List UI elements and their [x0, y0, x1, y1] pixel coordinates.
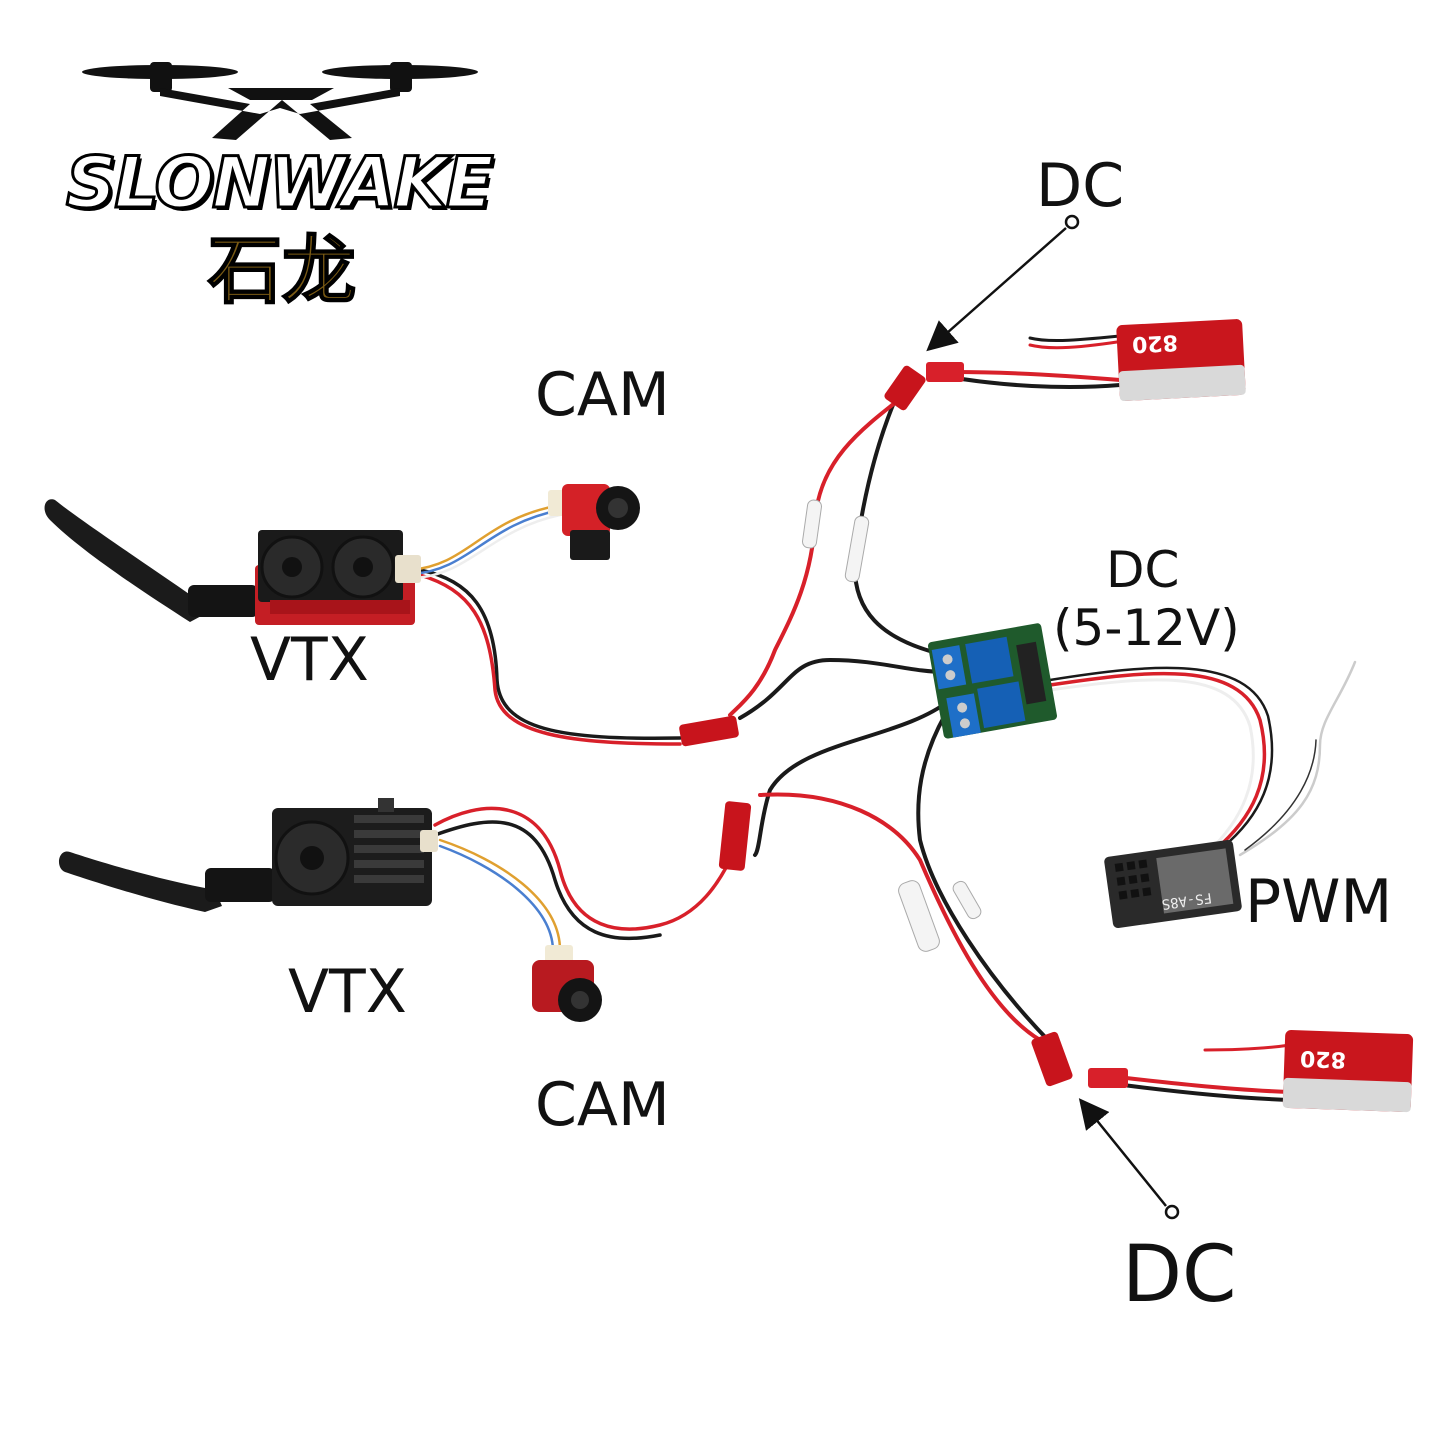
connector-vtx1	[679, 715, 739, 747]
connector-vtx2	[718, 801, 752, 871]
video-transmitter-icon	[44, 499, 421, 625]
fpv-camera-icon	[548, 484, 640, 560]
wire-vtx1-cam1	[408, 503, 562, 572]
brand-name: SLONWAKE	[65, 142, 496, 224]
brand-name-cn: 石龙	[207, 228, 357, 314]
label-cam-top: CAM	[535, 360, 670, 430]
battery-bottom: 820	[1282, 1029, 1414, 1113]
vtx2-antenna	[58, 851, 222, 912]
label-dc-relay: DC	[1106, 541, 1180, 599]
label-cam-bottom: CAM	[535, 1070, 670, 1140]
vtx1-antenna	[44, 499, 205, 622]
wire-vtx2-cam2	[438, 838, 562, 952]
heat-shrink-sleeves	[802, 499, 982, 952]
battery-top: 820	[1116, 319, 1246, 402]
label-dc-relay-range: (5-12V)	[1053, 599, 1240, 657]
label-vtx-bottom: VTX	[288, 957, 407, 1027]
jst-connector-icon	[679, 362, 1128, 1088]
wire-dc-top-red	[728, 393, 907, 717]
arrow-dc-top	[926, 227, 1067, 352]
wire-relay-vtx2	[753, 698, 952, 857]
wire-dc-bottom-red	[758, 792, 1042, 1042]
relay-module-icon	[927, 623, 1057, 739]
label-pwm: PWM	[1245, 867, 1393, 937]
label-dc-bottom: DC	[1122, 1230, 1237, 1320]
battery-bottom-capacity: 820	[1300, 1045, 1347, 1072]
video-transmitter-2-icon	[58, 798, 438, 912]
wire-dc-bottom-black	[916, 713, 1050, 1042]
fpv-camera-2-icon	[532, 945, 602, 1022]
drone-icon	[82, 62, 478, 140]
receiver-model: FS-A8S	[1161, 889, 1213, 912]
wire-vtx1-power	[418, 568, 682, 740]
lipo-battery-icon: 820 820	[1116, 319, 1414, 1113]
connector-dc-top	[884, 365, 926, 411]
battery-top-capacity: 820	[1131, 329, 1178, 356]
label-dc-top: DC	[1036, 151, 1125, 221]
wire-vtx1-relay	[738, 657, 947, 720]
battery-top-lead	[953, 376, 1122, 390]
callout-arrows	[926, 214, 1180, 1220]
connector-dc-bottom	[1031, 1031, 1073, 1087]
wire-vtx2-power	[433, 806, 732, 931]
rc-receiver-icon: FS-A8S	[1104, 839, 1242, 929]
label-vtx-top: VTX	[250, 625, 369, 695]
arrow-dc-bottom	[1078, 1098, 1167, 1207]
wire-relay-pwm	[1048, 671, 1267, 852]
receiver-antenna	[1238, 660, 1357, 857]
